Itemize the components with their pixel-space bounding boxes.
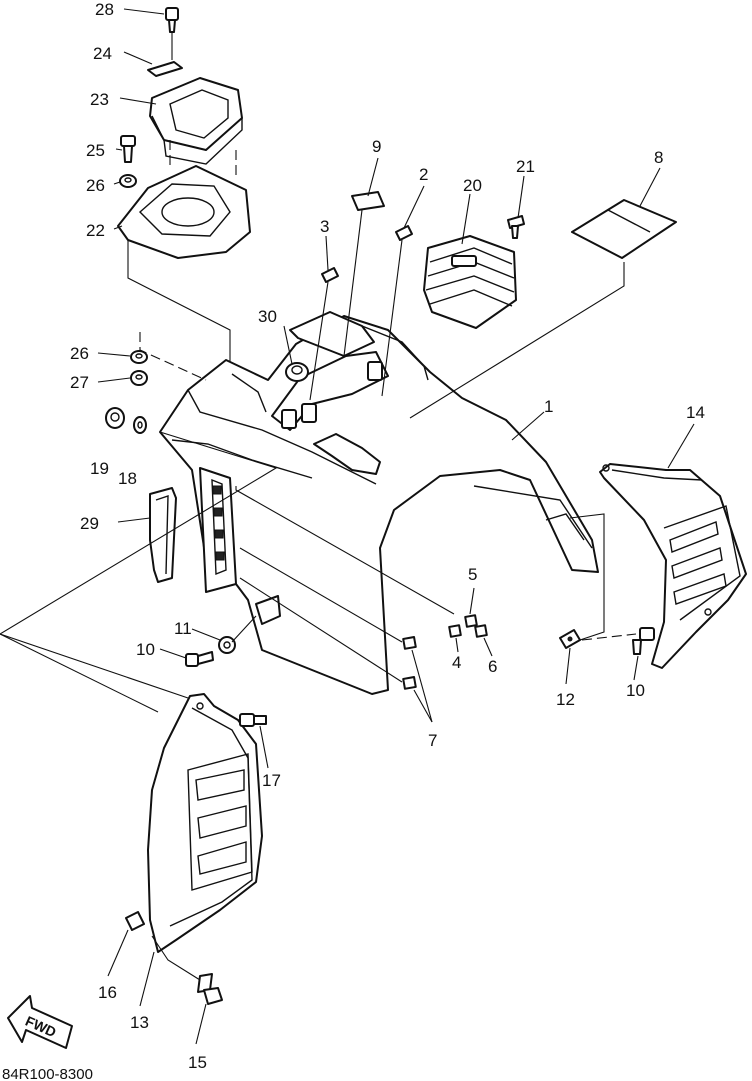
callout-19: 19 bbox=[90, 459, 109, 478]
callout-9: 9 bbox=[372, 137, 381, 156]
part-18-washer bbox=[133, 416, 147, 434]
part-11-collar bbox=[218, 636, 236, 654]
callout-12: 12 bbox=[556, 690, 575, 709]
callout-leaders bbox=[97, 8, 695, 1045]
part-16-collar bbox=[125, 911, 145, 931]
part-13-side-cover-left bbox=[147, 693, 263, 953]
part-3-cushion bbox=[321, 267, 339, 283]
part-25-bolt bbox=[120, 135, 136, 163]
part-1-rear-fender bbox=[159, 311, 599, 695]
callout-1: 1 bbox=[544, 397, 553, 416]
callout-10-left: 10 bbox=[136, 640, 155, 659]
part-5-pad bbox=[464, 614, 478, 628]
part-28-screw bbox=[165, 7, 179, 33]
callout-7: 7 bbox=[428, 731, 437, 750]
callout-13: 13 bbox=[130, 1013, 149, 1032]
part-10-bolt-left bbox=[185, 651, 214, 667]
part-14-side-cover-right bbox=[599, 463, 747, 669]
part-22-cover-base bbox=[117, 165, 251, 259]
part-12-clip bbox=[559, 629, 581, 649]
callout-3: 3 bbox=[320, 217, 329, 236]
part-15-bolt bbox=[197, 973, 223, 1005]
callout-28: 28 bbox=[95, 0, 114, 19]
part-4-pad bbox=[448, 624, 462, 638]
callout-10-right: 10 bbox=[626, 681, 645, 700]
part-17-bolt bbox=[239, 713, 267, 727]
callout-5: 5 bbox=[468, 565, 477, 584]
callout-23: 23 bbox=[90, 90, 109, 109]
part-30-grommet bbox=[285, 362, 309, 382]
part-2-cushion bbox=[395, 225, 413, 241]
part-8-label bbox=[571, 199, 677, 259]
callout-16: 16 bbox=[98, 983, 117, 1002]
callout-26-top: 26 bbox=[86, 176, 105, 195]
callout-labels: 28 24 23 25 26 22 9 2 20 21 8 3 30 26 27… bbox=[2, 0, 705, 1081]
callout-6: 6 bbox=[488, 657, 497, 676]
part-23-cover bbox=[149, 77, 243, 165]
callout-30: 30 bbox=[258, 307, 277, 326]
callout-8: 8 bbox=[654, 148, 663, 167]
part-20-box bbox=[423, 235, 517, 329]
part-26-collar-top bbox=[119, 174, 137, 188]
callout-21: 21 bbox=[516, 157, 535, 176]
part-10-bolt-right bbox=[632, 627, 655, 655]
part-24-plate bbox=[147, 61, 183, 77]
callout-2: 2 bbox=[419, 165, 428, 184]
part-7-pad-lower bbox=[402, 676, 417, 690]
part-9-cushion bbox=[351, 191, 385, 211]
part-7-pad-upper bbox=[402, 636, 417, 650]
drawing-code: 84R100-8300 bbox=[2, 1066, 93, 1081]
callout-24: 24 bbox=[93, 44, 112, 63]
part-27-nut bbox=[130, 370, 148, 386]
callout-25: 25 bbox=[86, 141, 105, 160]
callout-18: 18 bbox=[118, 469, 137, 488]
part-26-collar-mid bbox=[130, 350, 148, 364]
callout-14: 14 bbox=[686, 403, 705, 422]
callout-27: 27 bbox=[70, 373, 89, 392]
fwd-arrow-icon bbox=[7, 995, 73, 1049]
callout-22: 22 bbox=[86, 221, 105, 240]
part-29-bracket bbox=[149, 487, 177, 583]
callout-15: 15 bbox=[188, 1053, 207, 1072]
callout-4: 4 bbox=[452, 653, 461, 672]
part-21-screw bbox=[507, 215, 525, 239]
part-6-pad bbox=[474, 624, 488, 638]
callout-29: 29 bbox=[80, 514, 99, 533]
assembly-lines bbox=[0, 32, 637, 981]
part-19-grommet bbox=[105, 407, 125, 429]
callout-20: 20 bbox=[463, 176, 482, 195]
callout-17: 17 bbox=[262, 771, 281, 790]
callout-26-mid: 26 bbox=[70, 344, 89, 363]
callout-11: 11 bbox=[174, 619, 192, 638]
